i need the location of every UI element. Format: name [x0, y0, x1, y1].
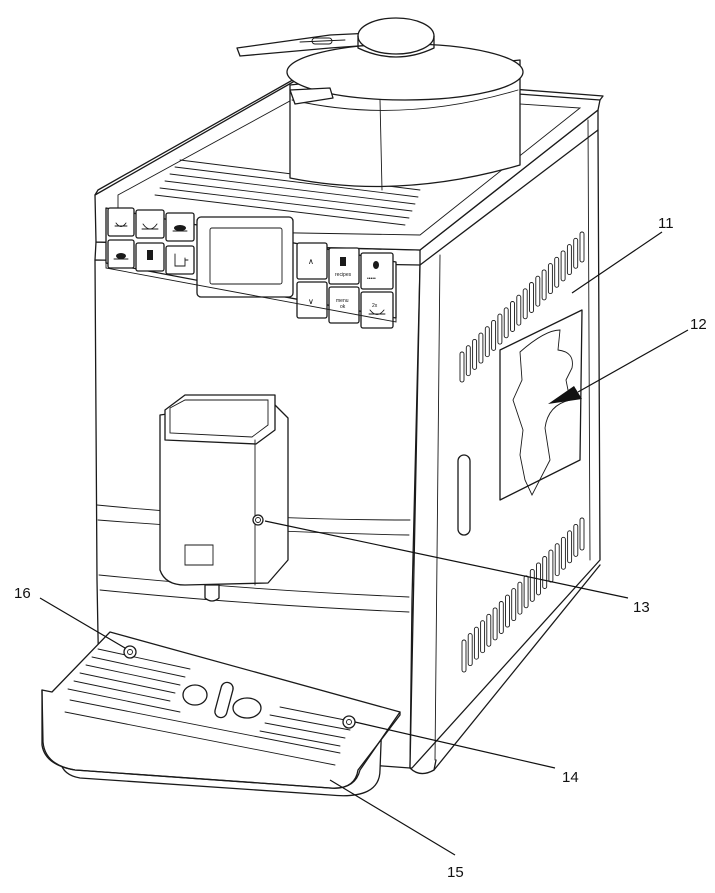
- display: [196, 216, 294, 298]
- callout-12: 12: [690, 316, 707, 333]
- vent-slot: [486, 613, 492, 647]
- vent-slot: [498, 601, 504, 634]
- latte-macchiato-button[interactable]: [113, 253, 129, 260]
- callout-leaders: [39, 231, 689, 856]
- callout-13: 13: [633, 599, 650, 616]
- left-button-grid: [107, 207, 195, 275]
- down-button[interactable]: ∨: [308, 297, 314, 306]
- ok-label: ok: [340, 304, 346, 310]
- vent-slot: [523, 575, 529, 609]
- vent-slot: [497, 313, 503, 345]
- callout-15: 15: [447, 864, 464, 881]
- drip-tray: [41, 631, 401, 797]
- vent-slot: [529, 568, 535, 602]
- up-button[interactable]: ∧: [308, 257, 314, 266]
- vent-slot: [503, 307, 509, 339]
- leader-14: [354, 721, 556, 769]
- vent-slot: [554, 256, 560, 288]
- recipes-label: recipes: [335, 272, 352, 278]
- vent-slot: [491, 319, 497, 351]
- leader-16: [39, 597, 126, 649]
- vent-slot: [461, 639, 467, 673]
- cafe-creme-button[interactable]: [141, 223, 159, 230]
- vent-slot: [459, 351, 465, 383]
- strength-dots: •••••: [367, 276, 376, 282]
- vent-slot: [472, 338, 478, 370]
- two-x-label: 2x: [372, 303, 378, 309]
- vent-slot: [529, 282, 534, 313]
- side-vents-upper: [459, 231, 585, 383]
- vent-slot: [579, 517, 585, 551]
- side-vents-lower: [461, 517, 585, 673]
- vent-slot: [473, 626, 479, 660]
- vent-slot: [517, 581, 523, 615]
- vent-slot: [573, 523, 579, 557]
- leader-12: [577, 329, 689, 393]
- vent-slot: [579, 231, 585, 263]
- vent-slot: [548, 549, 554, 583]
- side-inset-panel: [499, 309, 583, 501]
- coffee-outlet: [159, 394, 289, 602]
- bean-strength-button[interactable]: •••••: [367, 261, 379, 282]
- arrowhead-12: [548, 386, 582, 404]
- vent-slot: [478, 332, 484, 364]
- vent-slot: [522, 288, 528, 320]
- callout-11: 11: [658, 215, 674, 232]
- espresso-button[interactable]: [114, 222, 128, 227]
- vent-slot: [566, 244, 572, 276]
- hot-water-button[interactable]: [174, 253, 189, 267]
- vent-slot: [541, 269, 547, 301]
- vent-slot: [467, 633, 473, 667]
- menu-label: menu: [336, 298, 349, 304]
- callout-labels: 11 12 13 14 15 16: [14, 215, 707, 881]
- vent-slot: [573, 237, 579, 269]
- vent-slot: [505, 594, 510, 628]
- leader-11: [571, 231, 663, 294]
- tray-float-left: [123, 645, 137, 659]
- leader-13: [264, 520, 629, 599]
- leader-15: [329, 779, 456, 856]
- milk-froth-button[interactable]: [147, 250, 153, 260]
- vent-slot: [511, 588, 517, 622]
- vent-slot: [554, 543, 560, 577]
- tray-float-right: [342, 715, 356, 729]
- vent-slot: [516, 294, 522, 326]
- cappuccino-button[interactable]: [172, 225, 188, 232]
- vent-slot: [480, 620, 486, 654]
- vent-slot: [484, 326, 490, 358]
- vent-slot: [560, 536, 566, 570]
- two-cups-button[interactable]: 2x: [368, 303, 386, 315]
- vent-slot: [535, 275, 541, 307]
- vent-slot: [465, 345, 471, 377]
- control-panel: ∧ recipes ••••• ∨ menu ok 2x: [105, 207, 397, 329]
- outlet-light: [252, 514, 264, 526]
- side-handle-slot: [457, 454, 471, 536]
- vent-slot: [492, 607, 498, 641]
- recipes-button[interactable]: recipes: [335, 257, 352, 278]
- menu-ok-button[interactable]: menu ok: [336, 298, 349, 310]
- callout-16: 16: [14, 585, 31, 602]
- vent-slot: [510, 301, 515, 332]
- vent-slot: [567, 530, 573, 564]
- vent-slot: [560, 250, 566, 282]
- callout-14: 14: [562, 769, 579, 786]
- vent-slot: [547, 263, 553, 295]
- bean-container: [236, 17, 524, 191]
- vent-slot: [542, 556, 548, 589]
